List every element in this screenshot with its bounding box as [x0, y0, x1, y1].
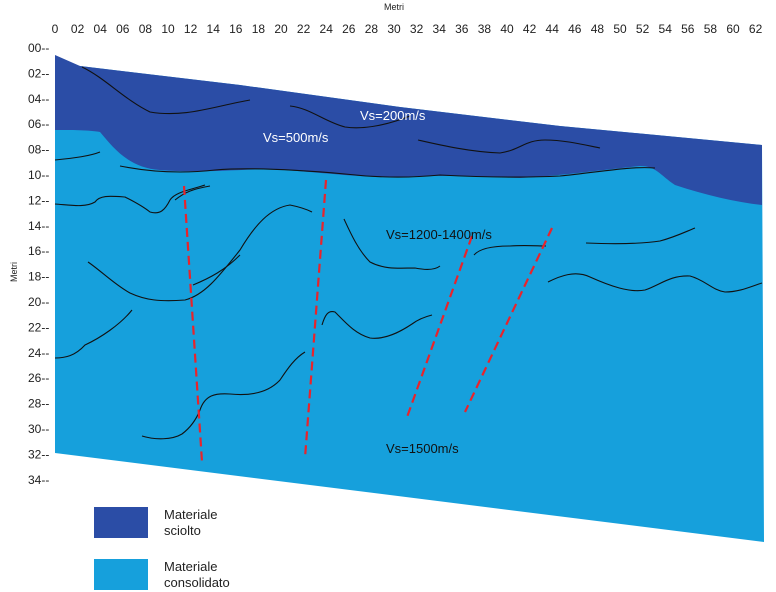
- contour-line: [321, 311, 433, 339]
- y-tick-label: 16--: [28, 244, 49, 258]
- fault-line: [404, 235, 474, 421]
- x-tick-label: 38: [478, 22, 492, 36]
- x-tick-label: 08: [139, 22, 153, 36]
- legend-label-consolidated-line2: consolidato: [164, 575, 230, 590]
- contour-line: [54, 151, 101, 161]
- y-tick-label: 06--: [28, 117, 49, 131]
- x-tick-label: 56: [681, 22, 695, 36]
- x-tick-label: 34: [433, 22, 447, 36]
- y-tick-label: 24--: [28, 346, 49, 360]
- y-tick-label: 08--: [28, 143, 49, 157]
- x-tick-label: 62: [749, 22, 763, 36]
- x-tick-label: 36: [455, 22, 469, 36]
- velocity-label-top: Vs=200m/s: [360, 108, 426, 123]
- contour-line: [547, 273, 763, 293]
- velocity-label-upper: Vs=500m/s: [263, 130, 329, 145]
- legend-label-loose-line2: sciolto: [164, 523, 201, 538]
- y-tick-label: 02--: [28, 66, 49, 80]
- y-tick-label: 10--: [28, 168, 49, 182]
- consolidated-material-layer: [55, 62, 764, 542]
- x-tick-label: 24: [320, 22, 334, 36]
- x-tick-label: 32: [410, 22, 424, 36]
- contour-line: [585, 227, 696, 245]
- y-tick-label: 28--: [28, 397, 49, 411]
- contour-line: [141, 351, 306, 440]
- x-axis-title: Metri: [384, 2, 404, 12]
- fault-line: [303, 179, 328, 459]
- x-tick-label: 06: [116, 22, 130, 36]
- x-tick-label: 28: [365, 22, 379, 36]
- x-tick-label: 60: [726, 22, 740, 36]
- loose-material-layer: [55, 55, 762, 205]
- x-tick-label: 50: [613, 22, 627, 36]
- x-tick-label: 16: [229, 22, 243, 36]
- consolidated-layer-contours: [54, 184, 763, 440]
- fault-line: [182, 185, 204, 463]
- x-tick-label: 14: [207, 22, 221, 36]
- y-tick-label: 32--: [28, 447, 49, 461]
- y-tick-label: 00--: [28, 41, 49, 55]
- y-axis-ticks: 00-- 02-- 04-- 06-- 08-- 10-- 12-- 14-- 16-- 18--…: [28, 41, 49, 487]
- x-tick-label: 58: [704, 22, 718, 36]
- contour-line: [192, 254, 241, 286]
- x-tick-label: 02: [71, 22, 85, 36]
- x-tick-label: 52: [636, 22, 650, 36]
- y-tick-label: 14--: [28, 219, 49, 233]
- fault-lines: [182, 179, 553, 463]
- legend-label-consolidated-line1: Materiale: [164, 559, 217, 574]
- contour-line: [54, 309, 133, 359]
- legend-swatch-consolidated: [94, 559, 148, 590]
- contour-line: [289, 105, 411, 129]
- contour-line: [174, 185, 211, 201]
- x-tick-label: 10: [161, 22, 175, 36]
- contour-line: [81, 66, 251, 115]
- x-tick-label: 54: [659, 22, 673, 36]
- x-tick-label: 48: [591, 22, 605, 36]
- x-tick-label: 04: [94, 22, 108, 36]
- x-tick-label: 42: [523, 22, 537, 36]
- legend-swatch-loose: [94, 507, 148, 538]
- y-axis-title: Metri: [9, 262, 19, 282]
- y-tick-label: 04--: [28, 92, 49, 106]
- y-tick-label: 22--: [28, 320, 49, 334]
- x-tick-label: 20: [274, 22, 288, 36]
- contour-line: [87, 204, 313, 302]
- x-tick-label: 22: [297, 22, 311, 36]
- layer-boundary-line: [119, 165, 656, 178]
- y-tick-label: 30--: [28, 422, 49, 436]
- x-tick-label: 18: [252, 22, 266, 36]
- contour-line: [343, 218, 441, 270]
- legend: Materiale sciolto Materiale consolidato: [94, 507, 230, 590]
- x-tick-label: 26: [342, 22, 356, 36]
- fault-line: [464, 227, 553, 413]
- y-tick-label: 20--: [28, 295, 49, 309]
- x-tick-label: 40: [500, 22, 514, 36]
- x-tick-label: 44: [546, 22, 560, 36]
- loose-layer-contours: [54, 66, 601, 161]
- y-tick-label: 34--: [28, 473, 49, 487]
- x-tick-label: 30: [387, 22, 401, 36]
- y-tick-label: 18--: [28, 270, 49, 284]
- velocity-label-bottom: Vs=1500m/s: [386, 441, 459, 456]
- velocity-label-middle: Vs=1200-1400m/s: [386, 227, 492, 242]
- contour-line: [54, 184, 206, 214]
- x-tick-label: 0: [52, 22, 59, 36]
- legend-label-loose-line1: Materiale: [164, 507, 217, 522]
- x-tick-label: 12: [184, 22, 198, 36]
- x-tick-label: 46: [568, 22, 582, 36]
- contour-line: [473, 245, 547, 256]
- y-tick-label: 12--: [28, 193, 49, 207]
- x-axis-ticks: 0 02 04 06 08 10 12 14 16 18 20 22 24 26 28 30 32 34 36 38 4…: [52, 22, 763, 36]
- contour-line: [417, 139, 601, 154]
- y-tick-label: 26--: [28, 371, 49, 385]
